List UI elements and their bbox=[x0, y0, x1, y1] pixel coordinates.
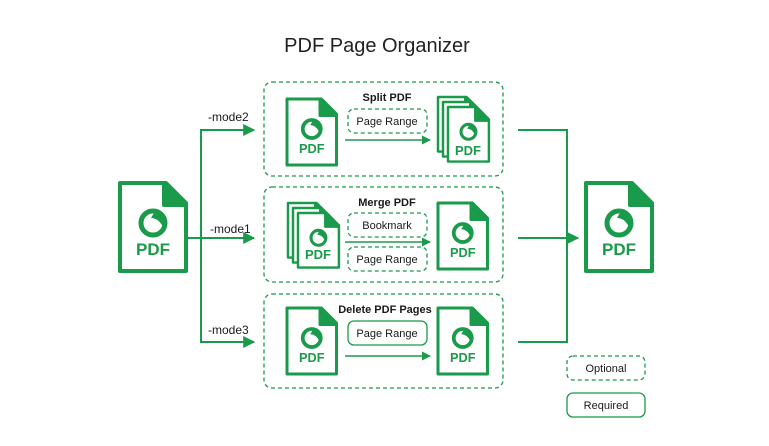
split-output-stack-icon: PDF bbox=[436, 95, 491, 164]
mode1-label: -mode1 bbox=[210, 222, 251, 236]
split-page-range-label: Page Range bbox=[356, 116, 417, 128]
merge-page-range-optional bbox=[347, 246, 428, 272]
pdf-label: PDF bbox=[305, 247, 331, 262]
pdf-label: PDF bbox=[450, 245, 476, 260]
delete-output-pdf-icon: PDF bbox=[436, 306, 490, 376]
mode2-connector bbox=[188, 124, 256, 239]
split-input-pdf-icon: PDF bbox=[285, 97, 339, 167]
split-section-frame bbox=[263, 81, 504, 177]
delete-section-title: Delete PDF Pages bbox=[338, 304, 432, 316]
delete-page-range-required bbox=[347, 320, 428, 346]
merge-output-pdf-icon: PDF bbox=[436, 201, 490, 271]
merge-bookmark-optional bbox=[347, 212, 428, 238]
delete-page-range-label: Page Range bbox=[356, 328, 417, 340]
merge-page-range-label: Page Range bbox=[356, 254, 417, 266]
merge-section-frame bbox=[263, 186, 504, 283]
legend-required-label: Required bbox=[584, 400, 629, 412]
legend-optional-label: Optional bbox=[586, 363, 627, 375]
pdf-label: PDF bbox=[299, 141, 325, 156]
pdf-label: PDF bbox=[602, 240, 636, 259]
pdf-label: PDF bbox=[299, 350, 325, 365]
merge-bookmark-label: Bookmark bbox=[362, 220, 412, 232]
mode3-label: -mode3 bbox=[208, 323, 249, 337]
output-merge-connector bbox=[518, 129, 568, 343]
mode2-label: -mode2 bbox=[208, 110, 249, 124]
legend-optional-swatch bbox=[566, 355, 646, 381]
mode3-connector bbox=[200, 238, 256, 348]
merge-input-stack-icon: PDF bbox=[286, 201, 341, 270]
split-page-range-optional bbox=[347, 108, 428, 134]
split-section-title: Split PDF bbox=[363, 92, 412, 104]
legend-required-swatch bbox=[566, 392, 646, 418]
page-title: PDF Page Organizer bbox=[284, 35, 470, 57]
delete-input-pdf-icon: PDF bbox=[285, 306, 339, 376]
pdf-label: PDF bbox=[450, 350, 476, 365]
output-pdf-icon: PDF bbox=[586, 183, 652, 271]
pdf-label: PDF bbox=[136, 240, 170, 259]
pdf-label: PDF bbox=[455, 143, 481, 158]
delete-section-frame bbox=[263, 293, 504, 389]
merge-section-title: Merge PDF bbox=[358, 197, 416, 209]
source-pdf-icon: PDF bbox=[120, 183, 186, 271]
